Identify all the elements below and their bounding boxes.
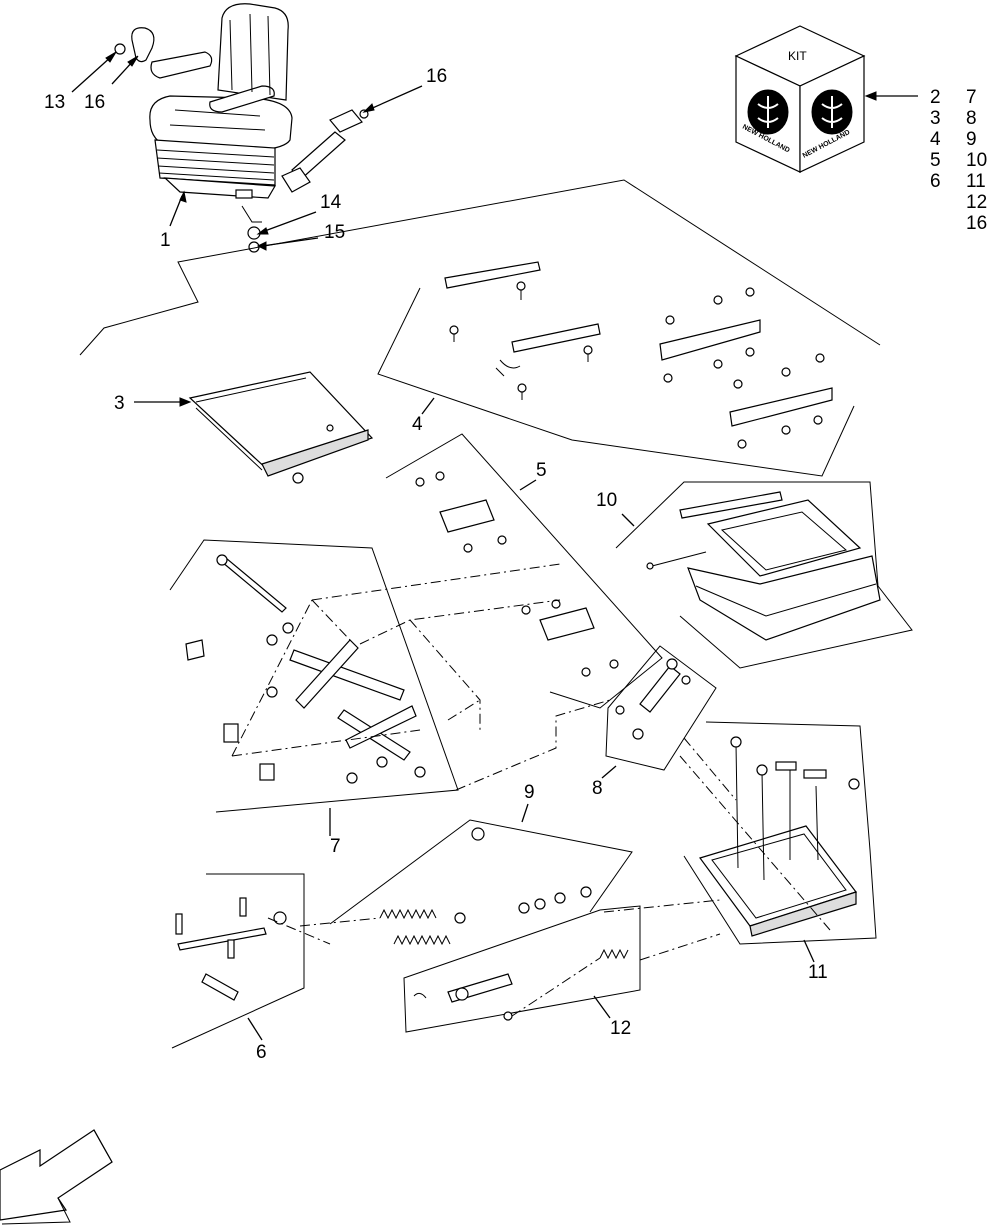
- callout-3: 3: [114, 393, 125, 414]
- kit-column-right: 7 8 9 10 11 12 16: [966, 87, 987, 234]
- callout-8: 8: [592, 778, 603, 799]
- kit-left-4: 6: [930, 171, 941, 192]
- kit-right-1: 8: [966, 108, 977, 129]
- callout-16-knob: 16: [84, 92, 105, 113]
- callout-6: 6: [256, 1042, 267, 1063]
- callout-9: 9: [524, 782, 535, 803]
- callout-labels: 13 16 16 1 14 15 3 4 5 10 7 8 9 11 12 6: [44, 66, 828, 1063]
- springs-9: [379, 827, 592, 946]
- kit-left-3: 5: [930, 150, 941, 171]
- callout-14: 14: [320, 192, 342, 213]
- callout-13: 13: [44, 92, 65, 113]
- new-holland-logo-icon: [747, 89, 853, 135]
- kit-box: KIT NEW HOLLAND NEW HOLLAND: [734, 25, 918, 173]
- kit-left-0: 2: [930, 87, 941, 108]
- callout-1: 1: [160, 230, 171, 251]
- lever-6: [175, 897, 287, 1001]
- kit-right-2: 9: [966, 129, 977, 150]
- kit-column-left: 2 3 4 5 6: [930, 87, 941, 192]
- rail-bolts: [449, 281, 825, 449]
- seat-belt: [281, 109, 369, 193]
- rails-4: [444, 261, 833, 449]
- kit-left-2: 4: [930, 129, 941, 150]
- cushion-frame-10: [646, 491, 881, 641]
- callout-15: 15: [324, 222, 345, 243]
- kit-right-6: 16: [966, 213, 987, 234]
- shock-absorber-8: [615, 658, 691, 740]
- adjuster-knob: [114, 27, 155, 63]
- leader-lines: [71, 51, 815, 1041]
- scissor-linkage-7: [185, 554, 426, 784]
- kit-right-3: 10: [966, 150, 987, 171]
- kit-right-5: 12: [966, 192, 987, 213]
- bushings-5: [415, 471, 619, 677]
- callout-7: 7: [330, 836, 341, 857]
- kit-right-0: 7: [966, 87, 977, 108]
- callout-5: 5: [536, 460, 547, 481]
- seat-assembly: [149, 3, 293, 199]
- assembly-dash-lines: [231, 563, 831, 1017]
- seat-pan-3: [188, 371, 374, 484]
- kit-left-1: 3: [930, 108, 941, 129]
- direction-arrow-icon: [0, 1129, 113, 1225]
- callout-11: 11: [808, 962, 828, 983]
- callout-10: 10: [596, 490, 617, 511]
- callout-4: 4: [412, 414, 423, 435]
- base-frame-11: [699, 736, 860, 937]
- callout-12: 12: [610, 1018, 631, 1039]
- group-outlines: [79, 179, 913, 1049]
- kit-label: KIT: [788, 49, 807, 63]
- callout-16-belt: 16: [426, 66, 447, 87]
- kit-right-4: 11: [966, 171, 986, 192]
- slider-12: [413, 948, 629, 1021]
